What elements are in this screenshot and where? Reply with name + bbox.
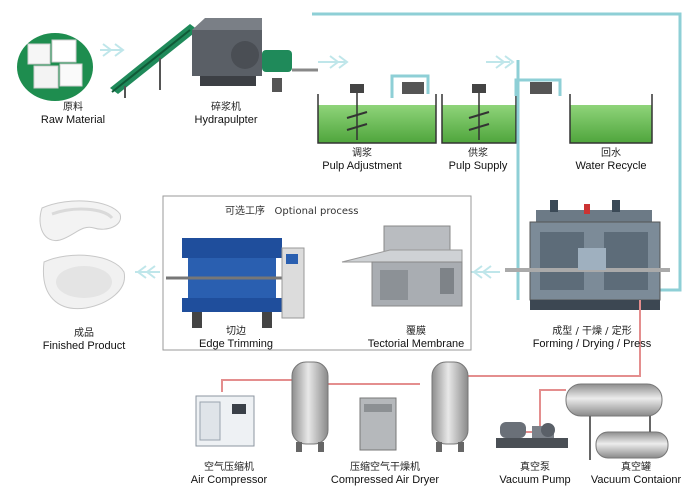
pulp-adjustment-tank-image (317, 74, 437, 144)
optional-process-zh: 可选工序 (225, 206, 265, 217)
finished-product-label: 成品 Finished Product (34, 327, 134, 353)
pulp-adjustment-label: 调浆 Pulp Adjustment (314, 147, 410, 173)
pulp-adjustment-zh: 调浆 (352, 148, 372, 159)
water-recycle-label: 回水 Water Recycle (566, 147, 656, 173)
pulp-pipe (312, 12, 682, 300)
forming-en: Forming / Drying / Press (532, 338, 652, 350)
flow-arrow (318, 55, 349, 69)
vacuum-pump-image (496, 422, 568, 448)
hydrapulpter-label: 碎浆机 Hydrapulpter (186, 101, 266, 127)
hydrapulpter-en: Hydrapulpter (194, 114, 258, 126)
edge-trimming-zh: 切边 (226, 326, 246, 337)
raw-material-en: Raw Material (40, 114, 106, 126)
vacuum-container-image (565, 383, 669, 460)
pulp-supply-en: Pulp Supply (448, 160, 508, 172)
optional-process-en: Optional process (274, 206, 359, 217)
vacuum-pump-zh: 真空泵 (520, 462, 550, 473)
air-dryer-en: Compressed Air Dryer (330, 474, 440, 486)
flow-arrow (470, 265, 500, 279)
air-dryer-image (359, 397, 397, 451)
air-tank-image (291, 361, 329, 452)
water-recycle-tank-image (530, 82, 653, 144)
air-tank-image (431, 361, 469, 452)
tectorial-membrane-zh: 覆膜 (406, 326, 426, 337)
flow-arrow (100, 43, 125, 57)
optional-process-title: 可选工序 Optional process (225, 202, 358, 217)
finished-product-image (39, 200, 125, 310)
vacuum-container-label: 真空罐 Vacuum Contaionr (584, 461, 688, 487)
finished-product-zh: 成品 (74, 328, 94, 339)
water-recycle-zh: 回水 (601, 148, 621, 159)
conveyor-image (110, 24, 198, 98)
air-compressor-en: Air Compressor (190, 474, 268, 486)
forming-label: 成型 / 干燥 / 定形 Forming / Drying / Press (520, 325, 664, 351)
tectorial-membrane-machine-image (341, 225, 463, 307)
air-dryer-zh: 压缩空气干燥机 (350, 462, 420, 473)
edge-trimming-label: 切边 Edge Trimming (188, 325, 284, 351)
tectorial-membrane-en: Tectorial Membrane (367, 338, 465, 350)
pulp-supply-zh: 供浆 (468, 148, 488, 159)
air-dryer-label: 压缩空气干燥机 Compressed Air Dryer (326, 461, 444, 487)
edge-trimming-machine-image (166, 238, 305, 328)
flow-arrow (486, 55, 515, 69)
raw-material-image (17, 33, 93, 101)
finished-product-en: Finished Product (42, 340, 126, 352)
air-compressor-image (195, 395, 255, 447)
hydrapulpter-zh: 碎浆机 (211, 102, 241, 113)
vacuum-pump-label: 真空泵 Vacuum Pump (492, 461, 578, 487)
pulp-adjustment-en: Pulp Adjustment (322, 160, 402, 172)
air-compressor-label: 空气压缩机 Air Compressor (184, 461, 274, 487)
flow-arrow (135, 265, 160, 279)
vacuum-pump-en: Vacuum Pump (499, 474, 571, 486)
vacuum-container-zh: 真空罐 (621, 462, 651, 473)
tectorial-membrane-label: 覆膜 Tectorial Membrane (360, 325, 472, 351)
forming-machine-image (505, 200, 670, 310)
forming-zh: 成型 / 干燥 / 定形 (552, 326, 632, 337)
edge-trimming-en: Edge Trimming (199, 338, 273, 350)
water-recycle-en: Water Recycle (575, 160, 647, 172)
vacuum-container-en: Vacuum Contaionr (590, 474, 682, 486)
air-compressor-zh: 空气压缩机 (204, 462, 254, 473)
pulp-supply-label: 供浆 Pulp Supply (440, 147, 516, 173)
raw-material-zh: 原料 (63, 102, 83, 113)
hydrapulper-image (192, 18, 318, 92)
pulp-supply-tank-image (441, 84, 517, 144)
raw-material-label: 原料 Raw Material (38, 101, 108, 127)
